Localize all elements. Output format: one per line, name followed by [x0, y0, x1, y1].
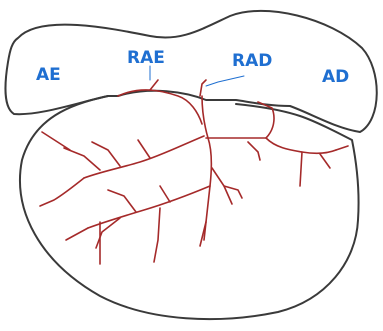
- label-rad: RAD: [232, 51, 272, 71]
- vessel-lower-up-2: [108, 190, 136, 212]
- label-ad: AD: [322, 67, 349, 87]
- vessel-left-main: [84, 136, 204, 178]
- vessel-lower-right: [212, 168, 232, 204]
- vessel-lower-down-1: [66, 228, 88, 240]
- vessel-right-branch: [266, 138, 336, 153]
- ventricles-outline: [20, 96, 359, 319]
- vessel-left-up-4: [42, 132, 70, 150]
- vessel-rad-upper: [200, 80, 206, 96]
- vessel-right-subbranch-3: [336, 146, 348, 150]
- vessel-left-down-1: [40, 178, 84, 206]
- label-ae: AE: [36, 65, 61, 85]
- vessel-right-subbranch-2: [320, 154, 330, 168]
- vessel-right-subbranch-1: [300, 152, 302, 186]
- vessel-lower-up-1: [160, 186, 170, 202]
- label-rae: RAE: [127, 48, 165, 68]
- vessel-left-up-1: [138, 140, 150, 158]
- vessel-rae-upper-branch: [150, 80, 158, 90]
- vessel-left-up-2: [92, 142, 120, 166]
- vessel-lower-main: [88, 186, 210, 228]
- vessel-right-mid: [248, 142, 260, 160]
- vessel-left-up-3: [64, 148, 100, 170]
- vessel-lower-down-4: [154, 208, 160, 262]
- vessel-rad-trunk: [202, 96, 211, 240]
- coronary-vessels: [40, 80, 348, 264]
- leader-rad: [206, 76, 244, 86]
